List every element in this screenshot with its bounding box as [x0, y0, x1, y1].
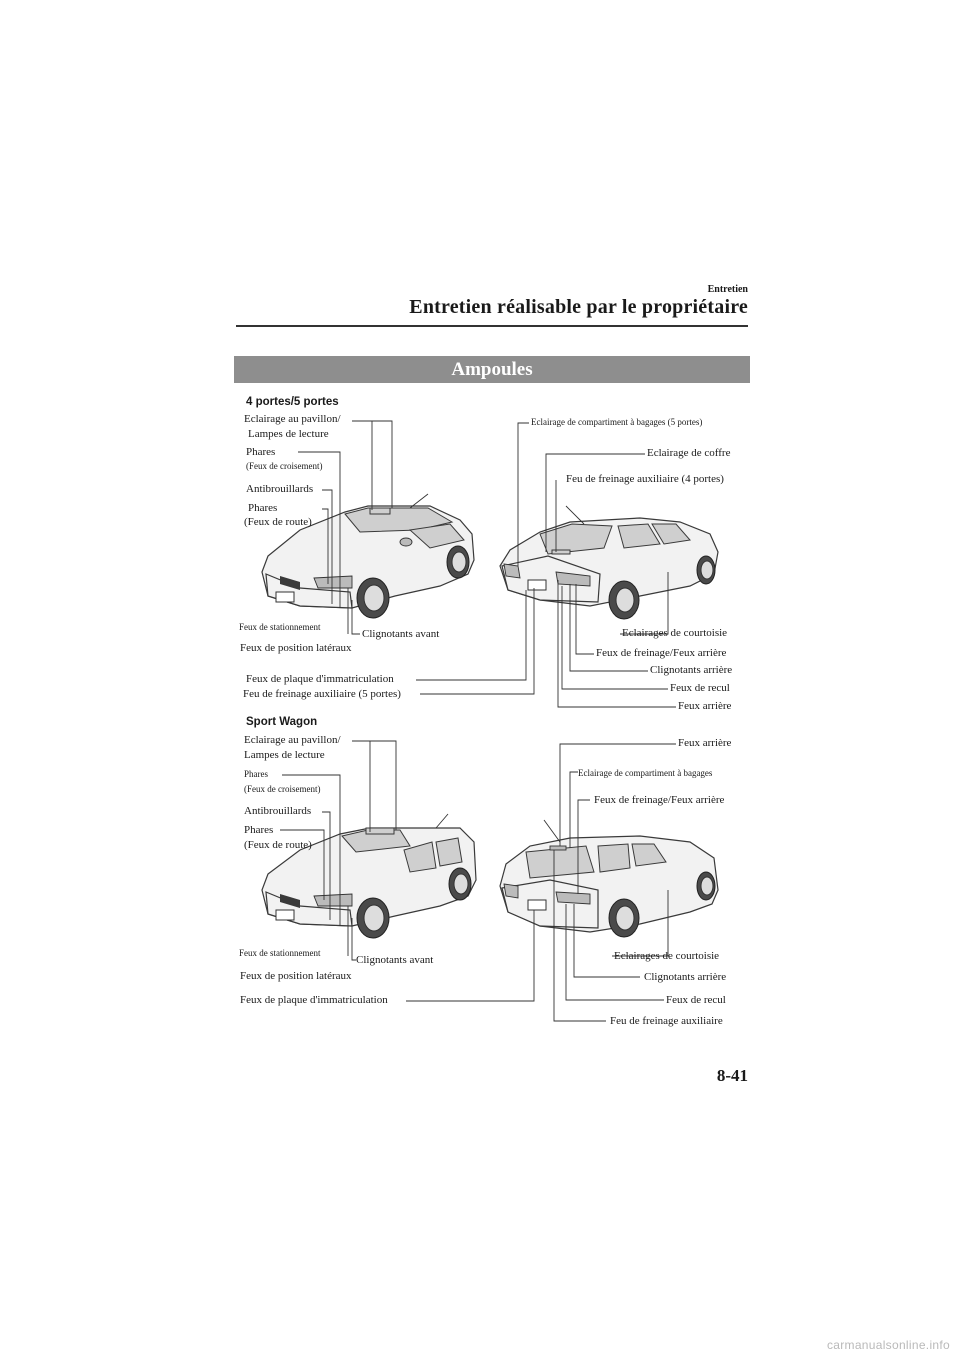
sedan-label-fog: Antibrouillards [246, 483, 314, 495]
wagon-label-license: Feux de plaque d'immatriculation [240, 994, 388, 1006]
sedan-label-headlight-low-sub: (Feux de croisement) [246, 461, 323, 471]
wagon-label-fog: Antibrouillards [244, 805, 312, 817]
wagon-label-high-brake: Feu de freinage auxiliaire [610, 1015, 723, 1027]
wagon-label-tail: Feux arrière [678, 737, 732, 749]
sedan-label-tail: Feux arrière [678, 700, 732, 712]
header-rule [236, 325, 748, 327]
section-header: Entretien [707, 284, 748, 295]
wagon-label-side-marker: Feux de position latéraux [240, 970, 352, 982]
sedan-label-parking: Feux de stationnement [239, 622, 321, 632]
wagon-label-headlight-high: Phares [244, 824, 274, 836]
wagon-label-headlight-low: Phares [244, 769, 268, 779]
sedan-label-headlight-low: Phares [246, 446, 276, 458]
wagon-label-interior-lamp: Eclairage au pavillon/ [244, 734, 341, 746]
sedan-label-high-brake-5d: Feu de freinage auxiliaire (5 portes) [243, 688, 401, 700]
sedan-label-luggage: Eclairage de compartiment à bagages (5 p… [531, 417, 703, 427]
sedan-leader-lines [298, 420, 676, 708]
watermark: carmanualsonline.info [826, 1338, 950, 1352]
wagon-label-rear-turn: Clignotants arrière [644, 971, 727, 983]
sedan-label-interior-lamp: Eclairage au pavillon/ [244, 413, 341, 425]
wagon-front-illustration [261, 813, 477, 939]
wagon-label-luggage: Eclairage de compartiment à bagages [578, 768, 713, 778]
sedan-subtitle: 4 portes/5 portes [246, 396, 339, 408]
wagon-rear-illustration [499, 819, 719, 938]
sedan-label-reading-lamp: Lampes de lecture [248, 428, 329, 440]
wagon-label-headlight-low-sub: (Feux de croisement) [244, 784, 321, 794]
wagon-label-headlight-high-sub: (Feux de route) [244, 839, 312, 851]
page-title: Entretien réalisable par le propriétaire [409, 296, 748, 318]
sedan-label-high-brake-4d: Feu de freinage auxiliaire (4 portes) [566, 473, 724, 485]
sedan-front-illustration [261, 493, 475, 619]
wagon-label-front-turn: Clignotants avant [356, 954, 434, 966]
sedan-label-reverse: Feux de recul [670, 682, 730, 694]
page-number: 8-41 [716, 1066, 748, 1085]
sedan-label-headlight-high-sub: (Feux de route) [244, 516, 312, 528]
wagon-leader-lines [280, 740, 676, 1022]
sedan-label-headlight-high: Phares [248, 502, 278, 514]
sedan-label-brake-tail: Feux de freinage/Feux arrière [596, 647, 727, 659]
wagon-label-parking: Feux de stationnement [239, 948, 321, 958]
banner-title: Ampoules [451, 359, 533, 380]
wagon-label-brake-tail: Feux de freinage/Feux arrière [594, 794, 725, 806]
sedan-rear-illustration [499, 505, 719, 620]
sedan-label-rear-turn: Clignotants arrière [650, 664, 733, 676]
wagon-label-reading-lamp: Lampes de lecture [244, 749, 325, 761]
wagon-subtitle: Sport Wagon [246, 716, 318, 728]
wagon-label-reverse: Feux de recul [666, 994, 726, 1006]
sedan-label-front-turn: Clignotants avant [362, 628, 440, 640]
sedan-label-trunk: Eclairage de coffre [647, 447, 731, 459]
sedan-label-courtesy: Eclairages de courtoisie [622, 627, 728, 639]
section-banner: Ampoules [234, 356, 750, 383]
wagon-label-courtesy: Eclairages de courtoisie [614, 950, 720, 962]
sedan-label-license: Feux de plaque d'immatriculation [246, 673, 394, 685]
sedan-label-side-marker: Feux de position latéraux [240, 642, 352, 654]
